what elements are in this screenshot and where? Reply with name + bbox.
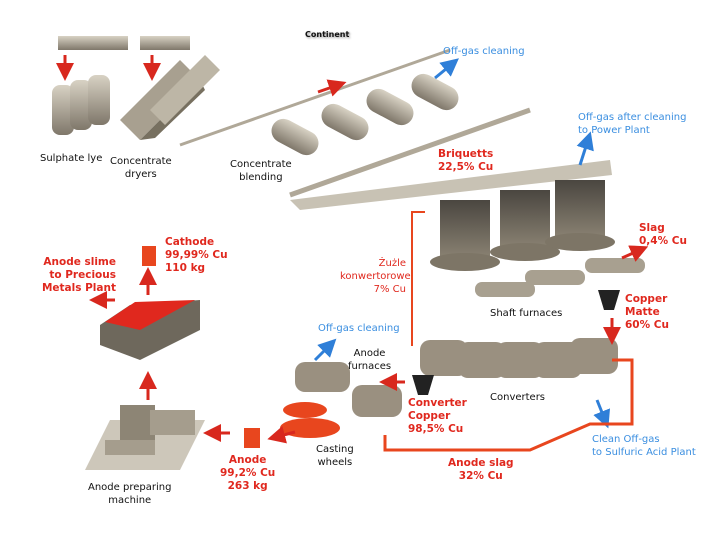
label-line: Briquetts — [438, 148, 494, 160]
label-line: Anode slag — [448, 457, 514, 469]
label-casting-wheels: Casting wheels — [316, 443, 354, 469]
label-line: machine — [108, 495, 152, 506]
label-line: Slag — [639, 222, 665, 234]
label-line: Off-gas after cleaning — [578, 112, 687, 123]
label-line: Metals Plant — [41, 282, 116, 294]
converter-copper-pot — [412, 375, 434, 395]
anode-plate — [244, 428, 260, 448]
concentrate-dryers — [120, 36, 220, 140]
casting-wheels — [280, 402, 340, 438]
label-concentrate-dryers: Concentrate dryers — [110, 155, 172, 181]
converters — [420, 338, 618, 378]
label-line: Żużle — [378, 258, 406, 269]
label-line: blending — [239, 172, 283, 183]
flow-arrows — [56, 55, 649, 452]
label-line: Cathode — [165, 236, 215, 248]
label-shaft-furnaces: Shaft furnaces — [490, 308, 563, 319]
label-converters: Converters — [490, 392, 546, 403]
label-line: to Sulfuric Acid Plant — [592, 447, 696, 458]
watermark: Continent — [305, 30, 350, 39]
label-line: konwertorowe — [340, 271, 411, 282]
label-line: Anode — [353, 348, 386, 359]
label-line: 60% Cu — [625, 319, 669, 331]
label-clean-offgas: Clean Off-gas to Sulfuric Acid Plant — [592, 433, 696, 459]
label-line: to Precious — [49, 269, 116, 281]
label-line: Concentrate — [230, 159, 292, 170]
sulphate-lye-tanks — [52, 36, 128, 135]
label-line: furnaces — [348, 361, 392, 372]
label-sulphate-lye: Sulphate lye — [40, 153, 103, 164]
label-anode-furnaces: Anode furnaces — [348, 347, 391, 373]
anode-furnaces — [295, 362, 402, 417]
label-line: wheels — [317, 457, 353, 468]
concentrate-blending — [179, 48, 531, 198]
label-line: 0,4% Cu — [639, 235, 687, 247]
label-line: Anode preparing — [88, 482, 172, 493]
label-line: 99,99% Cu — [165, 249, 228, 261]
label-anode-preparing-machine: Anode preparing machine — [88, 481, 171, 507]
label-offgas-cleaning-mid: Off-gas cleaning — [318, 323, 400, 334]
label-line: Casting — [316, 444, 354, 455]
label-line: 263 kg — [227, 480, 268, 492]
electrolysis-tank — [100, 300, 200, 360]
label-offgas-power-plant: Off-gas after cleaning to Power Plant — [578, 111, 686, 137]
label-line: Converter — [408, 397, 467, 409]
label-zuzle-konwertorowe: Żużle konwertorowe 7% Cu — [340, 257, 411, 296]
label-line: dryers — [124, 169, 157, 180]
shaft-furnaces — [290, 160, 645, 297]
label-line: to Power Plant — [578, 125, 650, 136]
label-line: 98,5% Cu — [408, 423, 464, 435]
label-line: 99,2% Cu — [220, 467, 276, 479]
copper-matte-pot — [598, 290, 620, 310]
label-line: Matte — [625, 306, 660, 318]
label-line: Concentrate — [110, 156, 172, 167]
cathode-plate — [142, 246, 156, 266]
anode-preparing-machine — [85, 405, 205, 470]
label-line: Anode slime — [43, 256, 116, 268]
label-line: Copper — [408, 410, 451, 422]
label-line: Copper — [625, 293, 668, 305]
label-line: 7% Cu — [373, 284, 406, 295]
label-line: 32% Cu — [458, 470, 503, 482]
label-concentrate-blending: Concentrate blending — [230, 158, 292, 184]
label-offgas-cleaning-top: Off-gas cleaning — [443, 46, 525, 57]
label-line: 22,5% Cu — [438, 161, 494, 173]
label-line: 110 kg — [165, 262, 206, 274]
label-line: Clean Off-gas — [592, 434, 660, 445]
label-line: Anode — [228, 454, 267, 466]
